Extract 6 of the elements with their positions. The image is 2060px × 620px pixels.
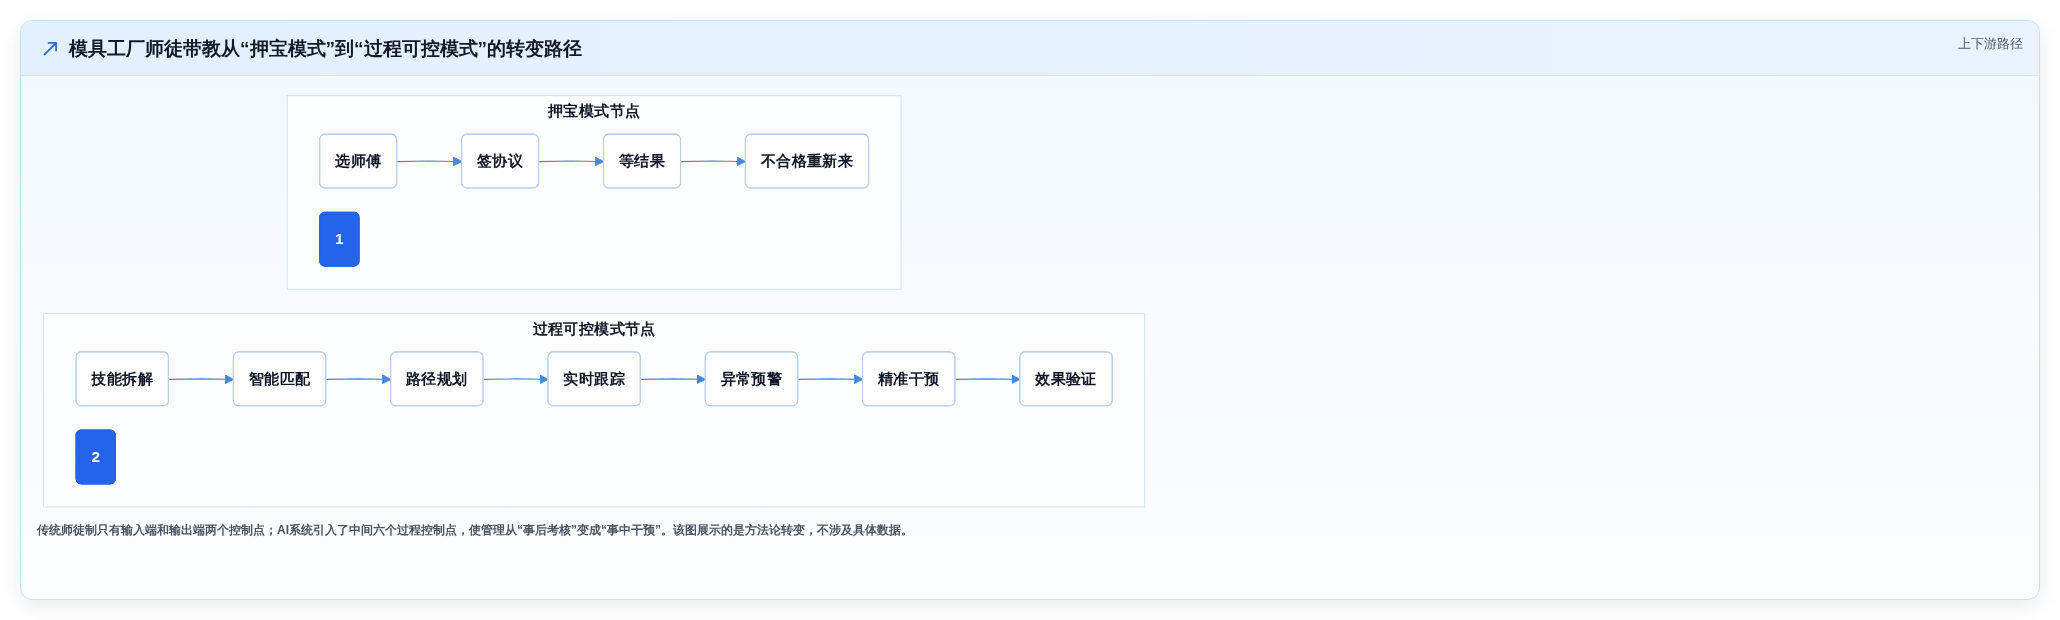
diagram-card: 模具工厂师徒带教从“押宝模式”到“过程可控模式”的转变路径 上下游路径 押宝模式节点 选师傅 签协议 等结果 不合格重新来 1 过程可控模式节点 技能拆解 智能匹配 路径规划 实时跟踪 异常预警 精准干预 效果验证 2 传统师徒制只有输入端和输出端两个控制点；AI系统引入了中间六个过程控制点，使管理从“事后考核”变成“事中干预”。该图展示的是方法论转变，不涉及具体数据。 bbox=[20, 20, 2040, 600]
cluster bbox=[286, 95, 902, 290]
cluster bbox=[43, 312, 1146, 508]
caption-note: 传统师徒制只有输入端和输出端两个控制点；AI系统引入了中间六个过程控制点，使管理从“事后考核”变成“事中干预”。该图展示的是方法论转变，不涉及具体数据。 bbox=[37, 521, 913, 539]
section-label: 上下游路径 bbox=[1958, 36, 2023, 51]
diagram-title: 模具工厂师徒带教从“押宝模式”到“过程可控模式”的转变路径 bbox=[69, 37, 582, 61]
